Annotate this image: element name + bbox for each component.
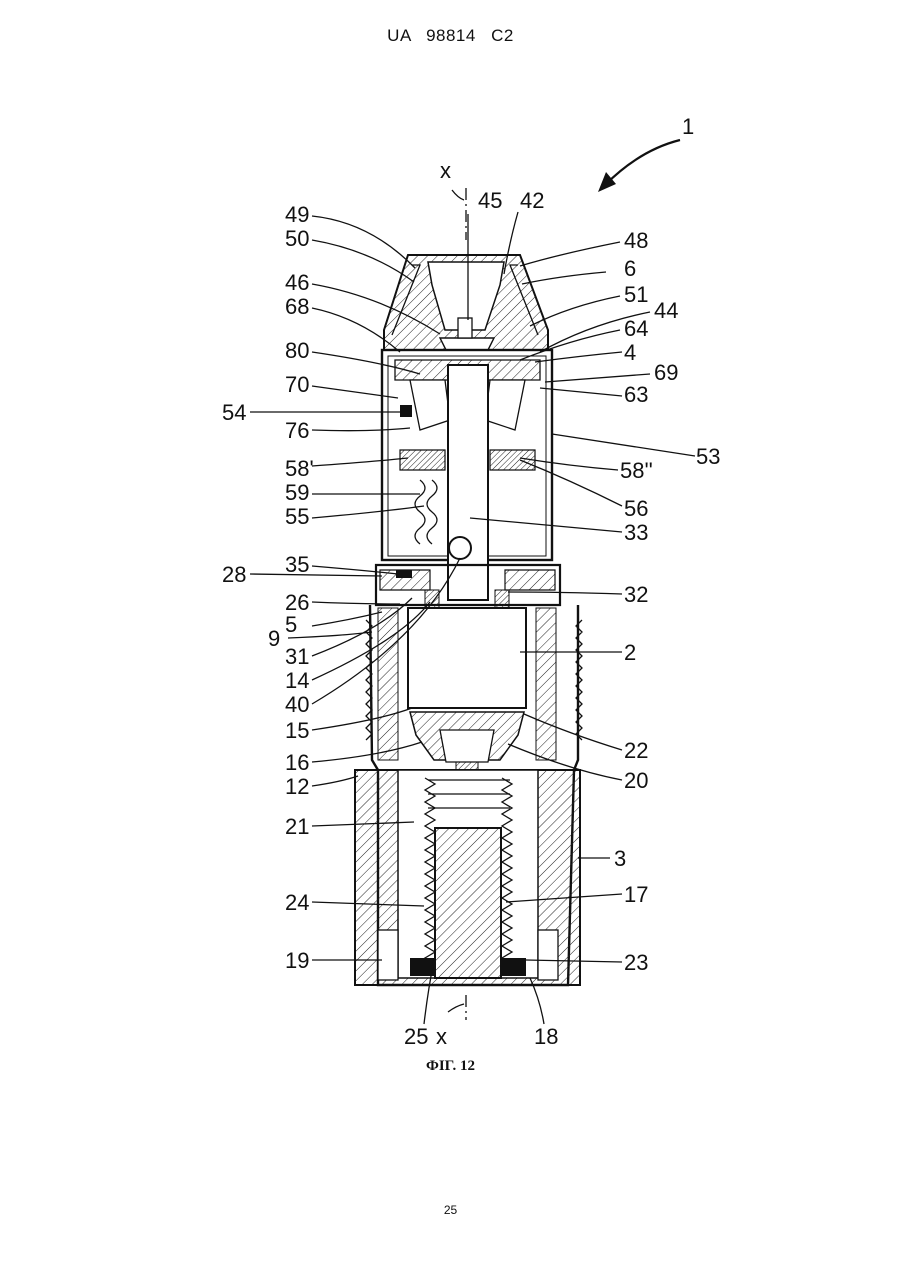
page-number: 25 — [0, 1203, 901, 1217]
axis-label-bottom: x — [436, 1024, 447, 1049]
label-28: 28 — [222, 562, 246, 587]
label-51: 51 — [624, 282, 648, 307]
label-12: 12 — [285, 774, 309, 799]
label-14: 14 — [285, 668, 309, 693]
label-24: 24 — [285, 890, 309, 915]
mouthpiece-cap — [384, 255, 548, 350]
label-3: 3 — [614, 846, 626, 871]
label-76: 76 — [285, 418, 309, 443]
label-32: 32 — [624, 582, 648, 607]
label-58-double-prime: 58'' — [620, 458, 653, 483]
label-55: 55 — [285, 504, 309, 529]
label-80: 80 — [285, 338, 309, 363]
label-50: 50 — [285, 226, 309, 251]
label-2: 2 — [624, 640, 636, 665]
axis-label-top: x — [440, 158, 451, 183]
label-23: 23 — [624, 950, 648, 975]
label-54: 54 — [222, 400, 246, 425]
label-5: 5 — [285, 612, 297, 637]
label-17: 17 — [624, 882, 648, 907]
label-53: 53 — [696, 444, 720, 469]
label-48: 48 — [624, 228, 648, 253]
label-35: 35 — [285, 552, 309, 577]
label-15: 15 — [285, 718, 309, 743]
label-31: 31 — [285, 644, 309, 669]
label-59: 59 — [285, 480, 309, 505]
label-58-prime: 58' — [285, 456, 314, 481]
label-64: 64 — [624, 316, 648, 341]
figure-caption: ФІГ. 12 — [0, 1058, 901, 1075]
label-56: 56 — [624, 496, 648, 521]
label-49: 49 — [285, 202, 309, 227]
label-25: 25 — [404, 1024, 428, 1049]
label-46: 46 — [285, 270, 309, 295]
label-22: 22 — [624, 738, 648, 763]
label-42: 42 — [520, 188, 544, 213]
assembly-arrow — [598, 140, 680, 192]
label-9: 9 — [268, 626, 280, 651]
label-6: 6 — [624, 256, 636, 281]
label-20: 20 — [624, 768, 648, 793]
label-18: 18 — [534, 1024, 558, 1049]
label-1: 1 — [682, 114, 694, 139]
label-68: 68 — [285, 294, 309, 319]
label-63: 63 — [624, 382, 648, 407]
label-16: 16 — [285, 750, 309, 775]
label-21: 21 — [285, 814, 309, 839]
label-44: 44 — [654, 298, 678, 323]
label-19: 19 — [285, 948, 309, 973]
label-70: 70 — [285, 372, 309, 397]
label-40: 40 — [285, 692, 309, 717]
label-69: 69 — [654, 360, 678, 385]
label-33: 33 — [624, 520, 648, 545]
cartridge — [408, 608, 526, 774]
label-45: 45 — [478, 188, 502, 213]
label-4: 4 — [624, 340, 636, 365]
